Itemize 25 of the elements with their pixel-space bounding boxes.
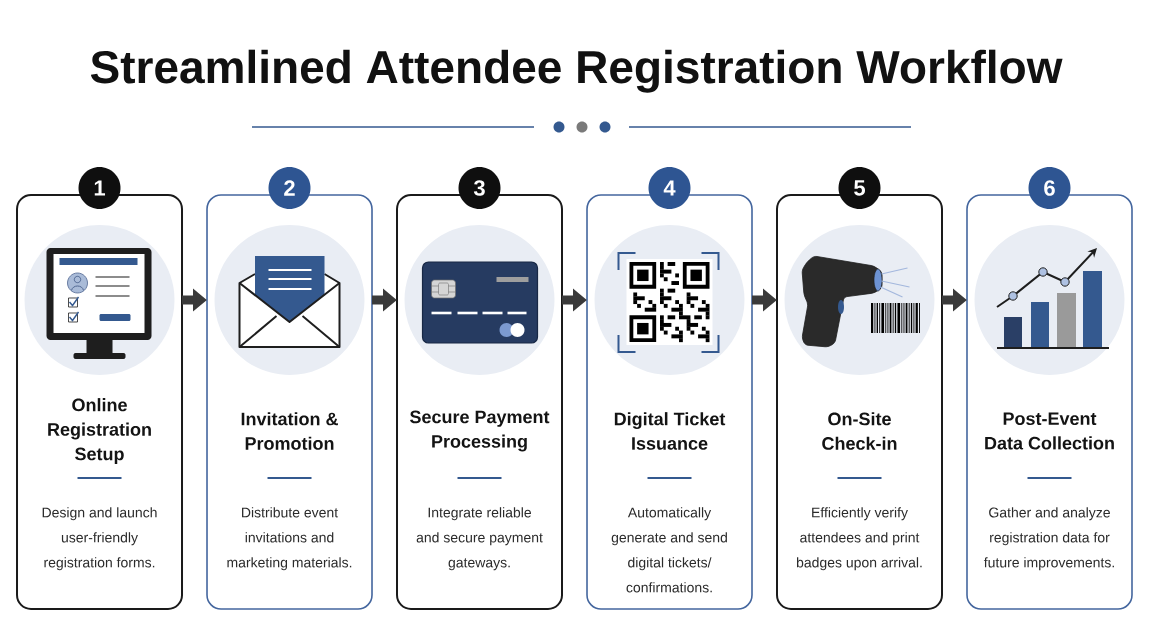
step-title: Online Registration Setup xyxy=(48,398,151,464)
number-badge: 1 xyxy=(78,167,121,209)
number-badge: 6 xyxy=(1028,167,1071,209)
step-title: Secure Payment Processing xyxy=(410,410,550,452)
number-badge: 3 xyxy=(458,167,501,209)
step-description: Efficiently verify attendees and print badges upon arrival. xyxy=(797,507,922,571)
title: Streamlined Attendee Registration Workflow xyxy=(90,49,1063,93)
step-title: Digital Ticket Issuance xyxy=(614,412,726,450)
step-description: Distribute event invitations and marketing materials. xyxy=(227,507,352,571)
step-card xyxy=(966,194,1133,610)
step-title: Invitation & Promotion xyxy=(241,412,338,450)
step-card xyxy=(206,194,373,610)
step-description: Automatically generate and send digital tickets/ confirmations. xyxy=(611,507,727,593)
step-description: Design and launch user-friendly registration forms. xyxy=(42,507,157,571)
step-description: Gather and analyze registration data for future improvements. xyxy=(983,507,1114,571)
step-card xyxy=(776,194,943,610)
step-card xyxy=(396,194,563,610)
step-card xyxy=(586,194,753,610)
number-badge: 2 xyxy=(268,167,311,209)
step-title: On-Site Check-in xyxy=(822,412,897,450)
step-title: Post-Event Data Collection xyxy=(985,412,1114,450)
step-description: Integrate reliable and secure payment gateways. xyxy=(416,507,543,571)
number-badge: 4 xyxy=(648,167,691,209)
number-badge: 5 xyxy=(838,167,881,209)
step-card xyxy=(16,194,183,610)
